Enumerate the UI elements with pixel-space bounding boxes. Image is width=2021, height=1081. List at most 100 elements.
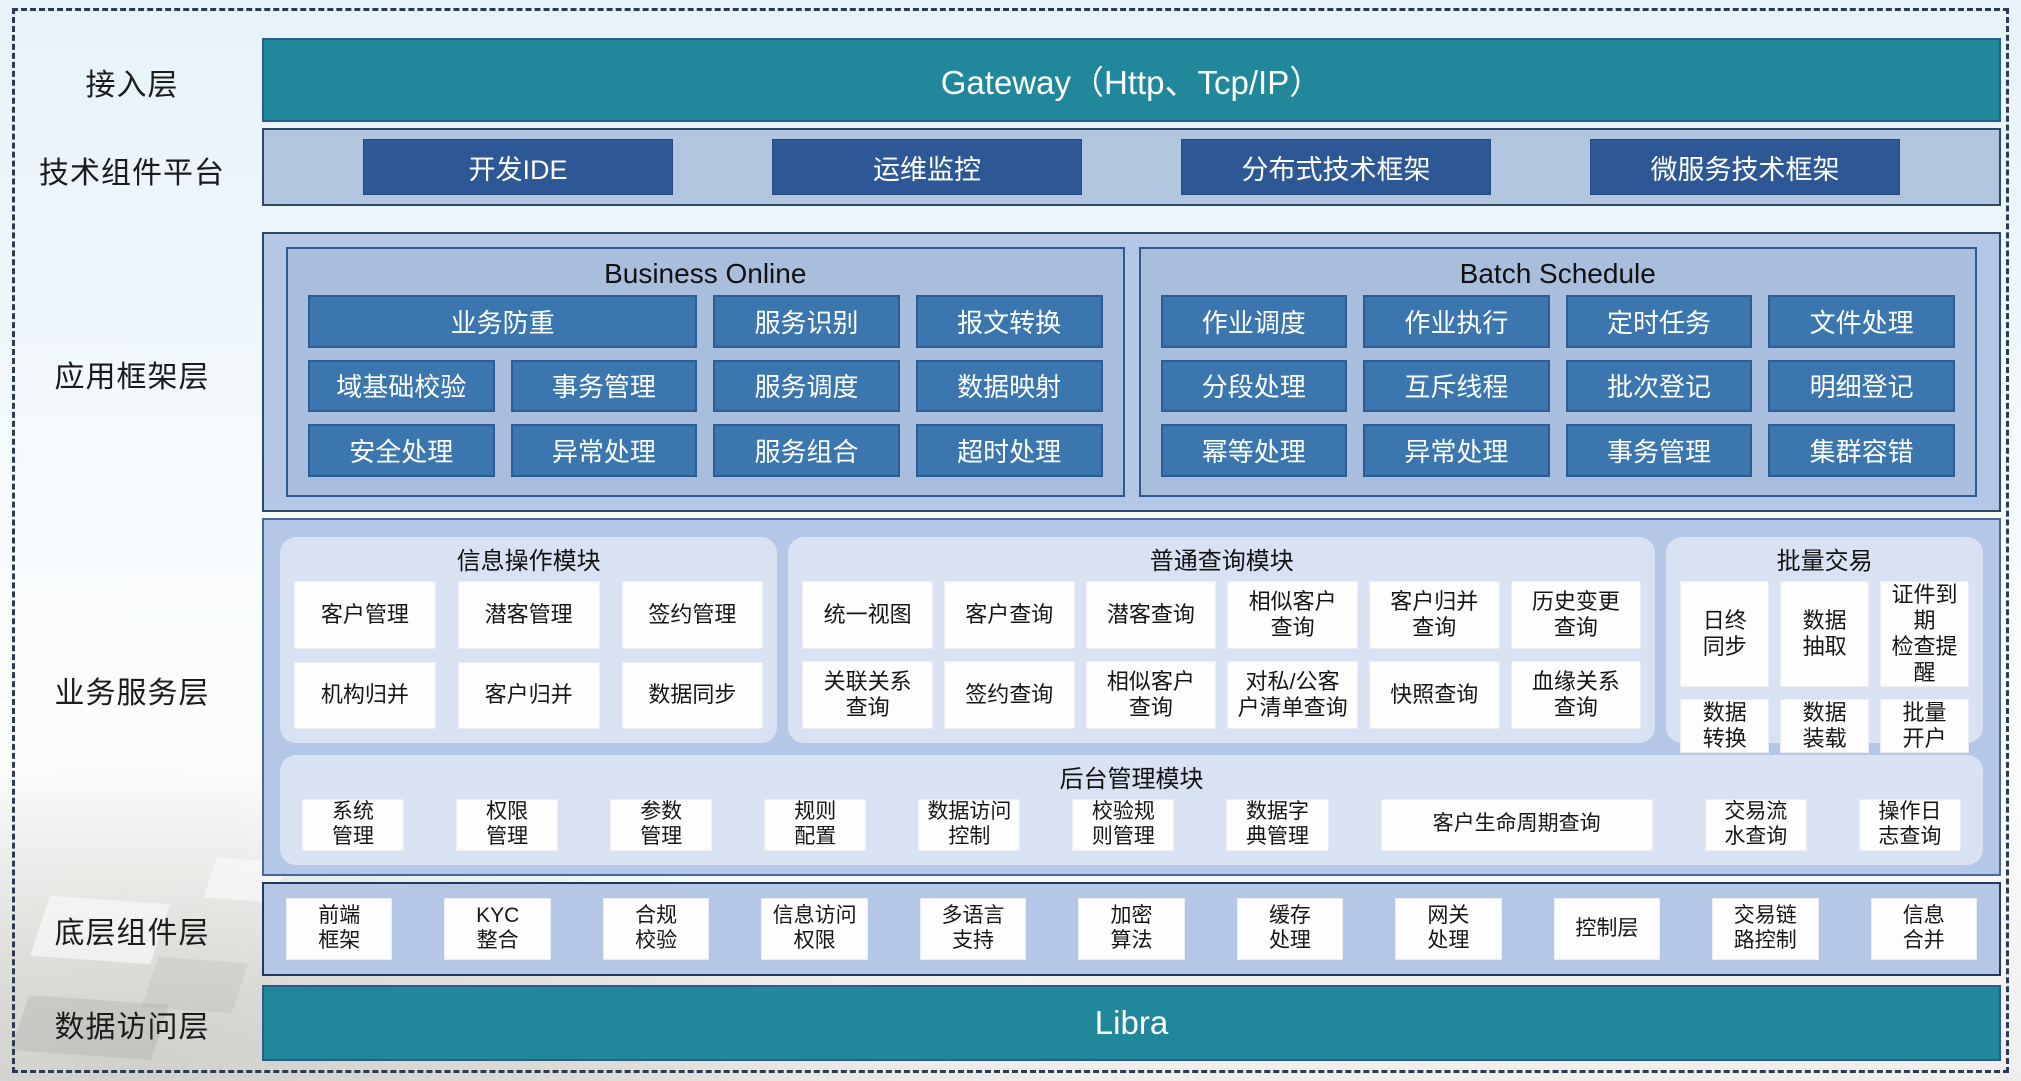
framework-tile: 文件处理 — [1768, 295, 1955, 348]
admin-tile: 参数 管理 — [610, 799, 713, 851]
info-operation-grid: 客户管理 潜客管理 签约管理 机构归并 客户归并 数据同步 — [294, 581, 764, 729]
service-tile: 数据 装载 — [1780, 698, 1870, 753]
base-component-panel: 前端 框架 KYC 整合 合规 校验 信息访问 权限 多语言 支持 加密 算法 … — [262, 882, 2001, 976]
layer-label: 接入层 — [85, 69, 179, 102]
admin-module-row: 系统 管理 权限 管理 参数 管理 规则 配置 数据访问 控制 校验规 则管理 … — [294, 799, 1969, 851]
business-online-box: Business Online 业务防重 服务识别 报文转换 域基础校验 事务管… — [286, 247, 1125, 497]
framework-tile: 服务调度 — [713, 359, 900, 413]
service-tile: 证件到期 检查提醒 — [1880, 581, 1969, 687]
service-tile: 血缘关系 查询 — [1510, 661, 1642, 729]
base-component-tile: KYC 整合 — [444, 898, 551, 960]
service-tile: 客户归并 查询 — [1368, 581, 1500, 649]
framework-tile: 幂等处理 — [1160, 424, 1348, 477]
framework-tile: 作业执行 — [1363, 295, 1550, 348]
framework-tile: 批次登记 — [1565, 359, 1753, 413]
admin-tile: 系统 管理 — [302, 799, 405, 851]
batch-schedule-title: Batch Schedule — [1459, 258, 1656, 289]
framework-tile: 集群容错 — [1768, 424, 1955, 477]
framework-tile: 分段处理 — [1160, 359, 1348, 413]
batch-schedule-grid: 作业调度 作业执行 定时任务 文件处理 分段处理 互斥线程 批次登记 明细登记 … — [1160, 295, 1955, 477]
base-component-tile: 信息 合并 — [1870, 898, 1977, 960]
service-modules-row: 信息操作模块 客户管理 潜客管理 签约管理 机构归并 客户归并 数据同步 普通查… — [280, 537, 1983, 753]
service-tile: 对私/公客 户清单查询 — [1227, 661, 1358, 729]
general-query-title: 普通查询模块 — [1149, 548, 1294, 575]
tech-component-box: 微服务技术框架 — [1590, 139, 1900, 195]
service-tile: 相似客户 查询 — [1227, 581, 1358, 649]
admin-module-title: 后台管理模块 — [1059, 766, 1204, 793]
batch-schedule-box: Batch Schedule 作业调度 作业执行 定时任务 文件处理 分段处理 … — [1138, 247, 1977, 497]
data-access-bar: Libra — [262, 985, 2001, 1061]
layer-label: 数据访问层 — [54, 1011, 210, 1044]
base-component-tile: 多语言 支持 — [919, 898, 1027, 960]
service-tile: 数据同步 — [621, 661, 764, 729]
tech-component-box: 运维监控 — [772, 139, 1082, 195]
general-query-module: 普通查询模块 统一视图 客户查询 潜客查询 相似客户 查询 客户归并 查询 历史… — [788, 537, 1656, 743]
framework-tile: 定时任务 — [1565, 295, 1753, 348]
service-tile: 潜客查询 — [1085, 581, 1217, 649]
admin-tile: 校验规 则管理 — [1072, 799, 1175, 851]
general-query-grid: 统一视图 客户查询 潜客查询 相似客户 查询 客户归并 查询 历史变更 查询 关… — [802, 581, 1642, 729]
service-tile: 关联关系 查询 — [802, 661, 933, 729]
service-tile: 批量 开户 — [1880, 698, 1969, 753]
layer-label: 业务服务层 — [54, 677, 210, 710]
framework-tile: 服务识别 — [713, 295, 900, 348]
admin-tile: 数据访问 控制 — [918, 799, 1021, 851]
framework-tile: 明细登记 — [1768, 359, 1955, 413]
layer-label: 底层组件层 — [54, 917, 210, 950]
service-tile: 相似客户 查询 — [1085, 661, 1217, 729]
service-tile: 统一视图 — [802, 581, 933, 649]
batch-trade-grid: 日终 同步 数据 抽取 证件到期 检查提醒 数据 转换 数据 装载 批量 开户 — [1680, 581, 1969, 753]
business-online-grid: 业务防重 服务识别 报文转换 域基础校验 事务管理 服务调度 数据映射 安全处理… — [308, 295, 1103, 477]
base-component-tile: 缓存 处理 — [1236, 898, 1344, 960]
framework-tile: 业务防重 — [308, 295, 698, 348]
framework-tile: 互斥线程 — [1363, 359, 1550, 413]
admin-tile: 规则 配置 — [764, 799, 867, 851]
service-tile: 潜客管理 — [457, 581, 600, 649]
service-tile: 签约管理 — [621, 581, 764, 649]
batch-trade-title: 批量交易 — [1776, 548, 1873, 575]
framework-tile: 安全处理 — [308, 424, 495, 477]
admin-tile: 操作日 志查询 — [1858, 799, 1961, 851]
data-access-title: Libra — [1094, 1004, 1169, 1041]
admin-tile: 权限 管理 — [456, 799, 559, 851]
service-tile: 数据 抽取 — [1780, 581, 1870, 687]
service-tile: 历史变更 查询 — [1510, 581, 1642, 649]
base-component-tile: 信息访问 权限 — [761, 898, 868, 960]
base-component-tile: 前端 框架 — [286, 898, 393, 960]
base-component-tile: 合规 校验 — [602, 898, 710, 960]
service-tile: 签约查询 — [943, 661, 1075, 729]
framework-tile: 异常处理 — [1363, 424, 1550, 477]
service-tile: 数据 转换 — [1680, 698, 1770, 753]
tech-component-box: 开发IDE — [363, 139, 673, 195]
base-component-tile: 交易链 路控制 — [1712, 898, 1819, 960]
business-online-title: Business Online — [604, 258, 807, 289]
gateway-bar: Gateway（Http、Tcp/IP） — [262, 38, 2001, 122]
admin-tile: 交易流 水查询 — [1704, 799, 1807, 851]
layer-label: 应用框架层 — [54, 361, 210, 394]
service-tile: 客户归并 — [457, 661, 600, 729]
framework-tile: 数据映射 — [915, 359, 1103, 413]
base-component-tile: 控制层 — [1553, 898, 1661, 960]
app-framework-panel: Business Online 业务防重 服务识别 报文转换 域基础校验 事务管… — [262, 232, 2001, 512]
framework-tile: 事务管理 — [1565, 424, 1753, 477]
service-tile: 日终 同步 — [1680, 581, 1770, 687]
service-tile: 快照查询 — [1368, 661, 1500, 729]
base-component-tile: 加密 算法 — [1078, 898, 1185, 960]
framework-tile: 异常处理 — [510, 424, 698, 477]
admin-tile: 数据字 典管理 — [1226, 799, 1329, 851]
service-tile: 客户管理 — [294, 581, 436, 649]
layer-label: 技术组件平台 — [39, 157, 225, 190]
base-component-tile: 网关 处理 — [1395, 898, 1502, 960]
framework-tile: 域基础校验 — [308, 359, 495, 413]
gateway-title: Gateway（Http、Tcp/IP） — [940, 64, 1323, 101]
framework-tile: 事务管理 — [510, 359, 698, 413]
info-operation-module: 信息操作模块 客户管理 潜客管理 签约管理 机构归并 客户归并 数据同步 — [280, 537, 778, 743]
framework-tile: 服务组合 — [713, 424, 900, 477]
framework-tile: 超时处理 — [915, 424, 1103, 477]
framework-tile: 报文转换 — [915, 295, 1103, 348]
business-service-panel: 信息操作模块 客户管理 潜客管理 签约管理 机构归并 客户归并 数据同步 普通查… — [262, 518, 2001, 876]
service-tile: 客户查询 — [943, 581, 1075, 649]
admin-module: 后台管理模块 系统 管理 权限 管理 参数 管理 规则 配置 数据访问 控制 校… — [280, 755, 1983, 865]
framework-tile: 作业调度 — [1160, 295, 1348, 348]
batch-trade-module: 批量交易 日终 同步 数据 抽取 证件到期 检查提醒 数据 转换 数据 装载 批… — [1666, 537, 1983, 753]
